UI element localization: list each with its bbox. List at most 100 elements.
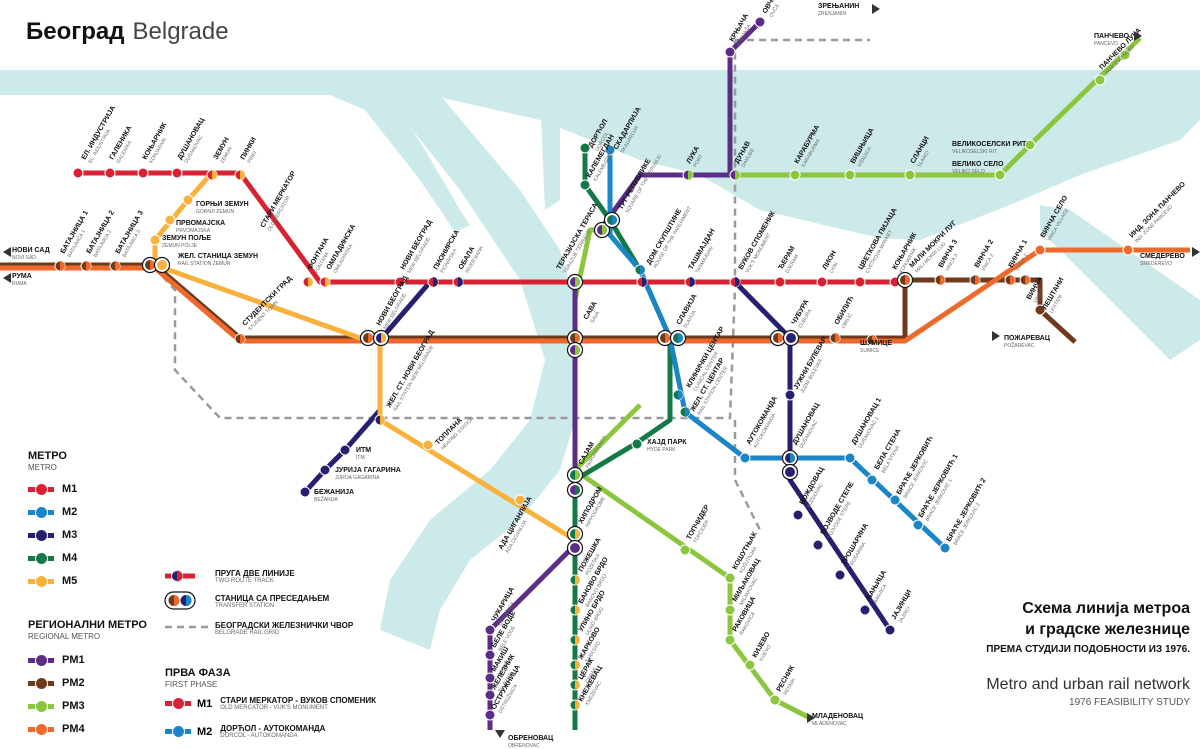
station-ovca[interactable] (754, 16, 766, 28)
station-zel-st-centar[interactable] (679, 406, 691, 418)
station-vinca-3[interactable] (934, 274, 946, 286)
station-kosutnjak[interactable] (724, 572, 736, 584)
station-vinca[interactable] (1019, 274, 1031, 286)
station-brace-2[interactable] (939, 542, 951, 554)
station-juzni[interactable] (784, 389, 796, 401)
station-dusanovac-w[interactable] (171, 167, 183, 179)
station-zemun[interactable] (206, 169, 218, 181)
station-rakovica[interactable] (724, 634, 736, 646)
station-zeleznik[interactable] (484, 689, 496, 701)
station-slavija-2[interactable] (669, 329, 687, 347)
station-pionirska[interactable] (427, 276, 439, 288)
station-slanci[interactable] (904, 169, 916, 181)
station-ulino[interactable] (569, 634, 581, 646)
station-jurija[interactable] (319, 464, 331, 476)
station-makis[interactable] (484, 672, 496, 684)
station-batajnica-2[interactable] (80, 260, 92, 272)
station-visnjica[interactable] (844, 169, 856, 181)
station-konjarnik-w[interactable] (137, 167, 149, 179)
station-sava-2[interactable] (566, 341, 584, 359)
station-ind-zona[interactable] (1122, 244, 1134, 256)
station-autokomanda[interactable] (739, 452, 751, 464)
station-slavija[interactable] (656, 329, 674, 347)
station-krnjaca[interactable] (724, 46, 736, 58)
station-vozdovac[interactable] (792, 509, 804, 521)
station-obala[interactable] (452, 276, 464, 288)
station-sumice[interactable] (866, 334, 878, 346)
station-zemun-polje[interactable] (149, 234, 161, 246)
station-lion[interactable] (816, 276, 828, 288)
station-vinca-1[interactable] (1004, 274, 1016, 286)
station-cubura[interactable] (769, 329, 787, 347)
station-gornji-zemun[interactable] (182, 194, 194, 206)
station-hipodrom-2[interactable] (566, 539, 584, 557)
station-resnik[interactable] (769, 694, 781, 706)
station-hajd[interactable] (631, 438, 643, 450)
station-pancevo-luka[interactable] (1094, 74, 1106, 86)
station-pozeska[interactable] (569, 574, 581, 586)
station-sava[interactable] (566, 329, 584, 347)
station-zarkovo[interactable] (569, 659, 581, 671)
station-hipodrom[interactable] (566, 525, 584, 543)
station-velikoselski-rit[interactable] (1024, 139, 1036, 151)
station-omladinska[interactable] (319, 276, 331, 288)
station-skadarlija[interactable] (604, 144, 616, 156)
station-trg-republike[interactable] (593, 221, 611, 239)
station-terazijska[interactable] (566, 273, 584, 291)
station-galenika[interactable] (104, 167, 116, 179)
station-vojvode[interactable] (812, 539, 824, 551)
station-prvomajska[interactable] (164, 214, 176, 226)
station-zel-st-nbgd[interactable] (374, 414, 386, 426)
station-tosarina[interactable] (834, 569, 846, 581)
station-cukarica[interactable] (484, 624, 496, 636)
station-vinca-selo[interactable] (1034, 244, 1046, 256)
station-kijevo[interactable] (744, 659, 756, 671)
station-cubura-2[interactable] (782, 329, 800, 347)
station-dom-skupstine-2[interactable] (636, 276, 648, 288)
station-cerak[interactable] (569, 679, 581, 691)
station-lestani[interactable] (1034, 304, 1046, 316)
station-bela-stena[interactable] (866, 474, 878, 486)
station-dorcol[interactable] (579, 142, 591, 154)
station-dusanovac-1[interactable] (844, 452, 856, 464)
station-itm[interactable] (339, 444, 351, 456)
station-batajnica-1[interactable] (54, 260, 66, 272)
station-mali-mokri[interactable] (896, 271, 914, 289)
station-kalemegdan[interactable] (579, 179, 591, 191)
station-topcider[interactable] (679, 544, 691, 556)
station-dunav[interactable] (729, 169, 741, 181)
station-knezevac[interactable] (569, 699, 581, 711)
station-tasmajdan[interactable] (684, 276, 696, 288)
station-sajam-2[interactable] (566, 481, 584, 499)
station-brace-1[interactable] (912, 519, 924, 531)
station-djeram[interactable] (774, 276, 786, 288)
station-dusanovac[interactable] (781, 449, 799, 467)
station-banjica[interactable] (859, 604, 871, 616)
station-zel-st-zemun-2[interactable] (153, 256, 171, 274)
station-obilic[interactable] (829, 332, 841, 344)
station-vinca-2[interactable] (969, 274, 981, 286)
station-dom-skupstine[interactable] (634, 264, 646, 276)
station-miljakovac[interactable] (724, 604, 736, 616)
station-sajam[interactable] (566, 466, 584, 484)
station-el-industrija[interactable] (72, 167, 84, 179)
station-bele-vode[interactable] (484, 649, 496, 661)
station-brace[interactable] (889, 494, 901, 506)
station-novi-beograd-m[interactable] (372, 329, 390, 347)
station-ostruznica[interactable] (484, 709, 496, 721)
station-bezanija[interactable] (299, 486, 311, 498)
station-novi-beograd[interactable] (394, 276, 406, 288)
station-cvetkova[interactable] (854, 276, 866, 288)
station-vukov-spomenik[interactable] (729, 276, 741, 288)
station-banovo[interactable] (569, 604, 581, 616)
station-dusanovac-2[interactable] (781, 463, 799, 481)
station-luka[interactable] (682, 169, 694, 181)
station-ada[interactable] (514, 494, 526, 506)
station-veliko-selo[interactable] (994, 169, 1006, 181)
station-batajnica-3[interactable] (109, 260, 121, 272)
station-toplana[interactable] (422, 439, 434, 451)
station-pinki[interactable] (234, 169, 246, 181)
station-karaburma[interactable] (789, 169, 801, 181)
station-jajinci[interactable] (884, 624, 896, 636)
station-fontana[interactable] (302, 276, 314, 288)
